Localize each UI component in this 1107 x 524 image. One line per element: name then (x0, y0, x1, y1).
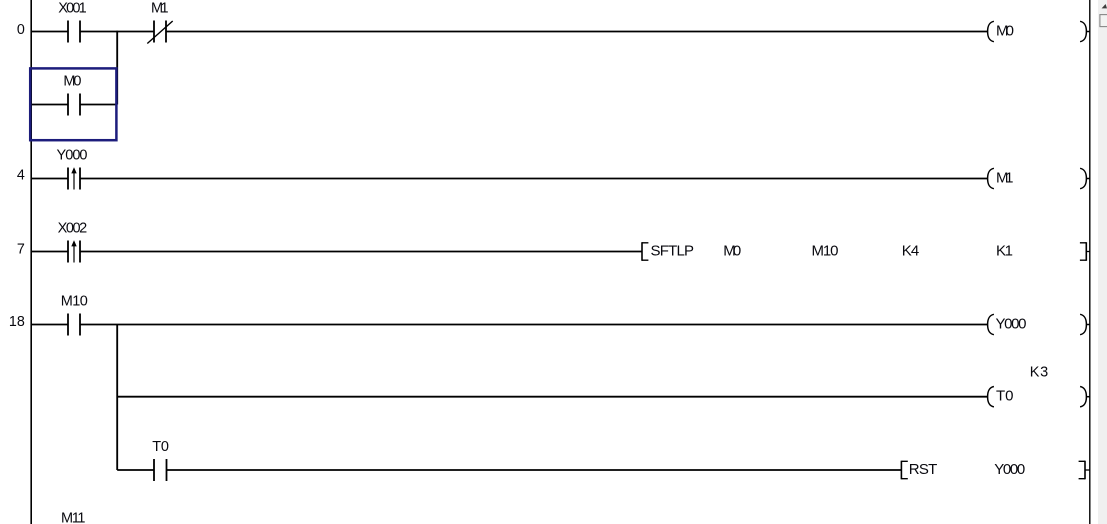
svg-text:M0: M0 (723, 243, 741, 260)
svg-text:18: 18 (9, 314, 25, 330)
svg-text:M1: M1 (151, 0, 169, 16)
svg-text:4: 4 (17, 167, 25, 183)
svg-text:M10: M10 (61, 293, 88, 309)
svg-text:RST: RST (909, 461, 938, 478)
svg-text:M11: M11 (61, 510, 86, 524)
svg-text:M0: M0 (63, 73, 81, 89)
svg-text:7: 7 (17, 241, 25, 257)
svg-text:T0: T0 (152, 439, 169, 455)
svg-text:SFTLP: SFTLP (651, 243, 695, 260)
svg-text:Y000: Y000 (994, 461, 1025, 478)
svg-text:M10: M10 (812, 243, 839, 260)
svg-text:0: 0 (17, 22, 25, 38)
svg-text:M0: M0 (996, 23, 1014, 40)
svg-text:T0: T0 (996, 388, 1014, 405)
svg-text:K1: K1 (996, 243, 1013, 260)
svg-text:M1: M1 (996, 170, 1014, 187)
svg-text:Y000: Y000 (996, 316, 1027, 333)
svg-text:X001: X001 (58, 0, 87, 16)
svg-text:K4: K4 (902, 243, 920, 260)
svg-text:K3: K3 (1030, 365, 1049, 381)
svg-text:Y000: Y000 (57, 147, 88, 163)
svg-text:X002: X002 (58, 220, 88, 236)
